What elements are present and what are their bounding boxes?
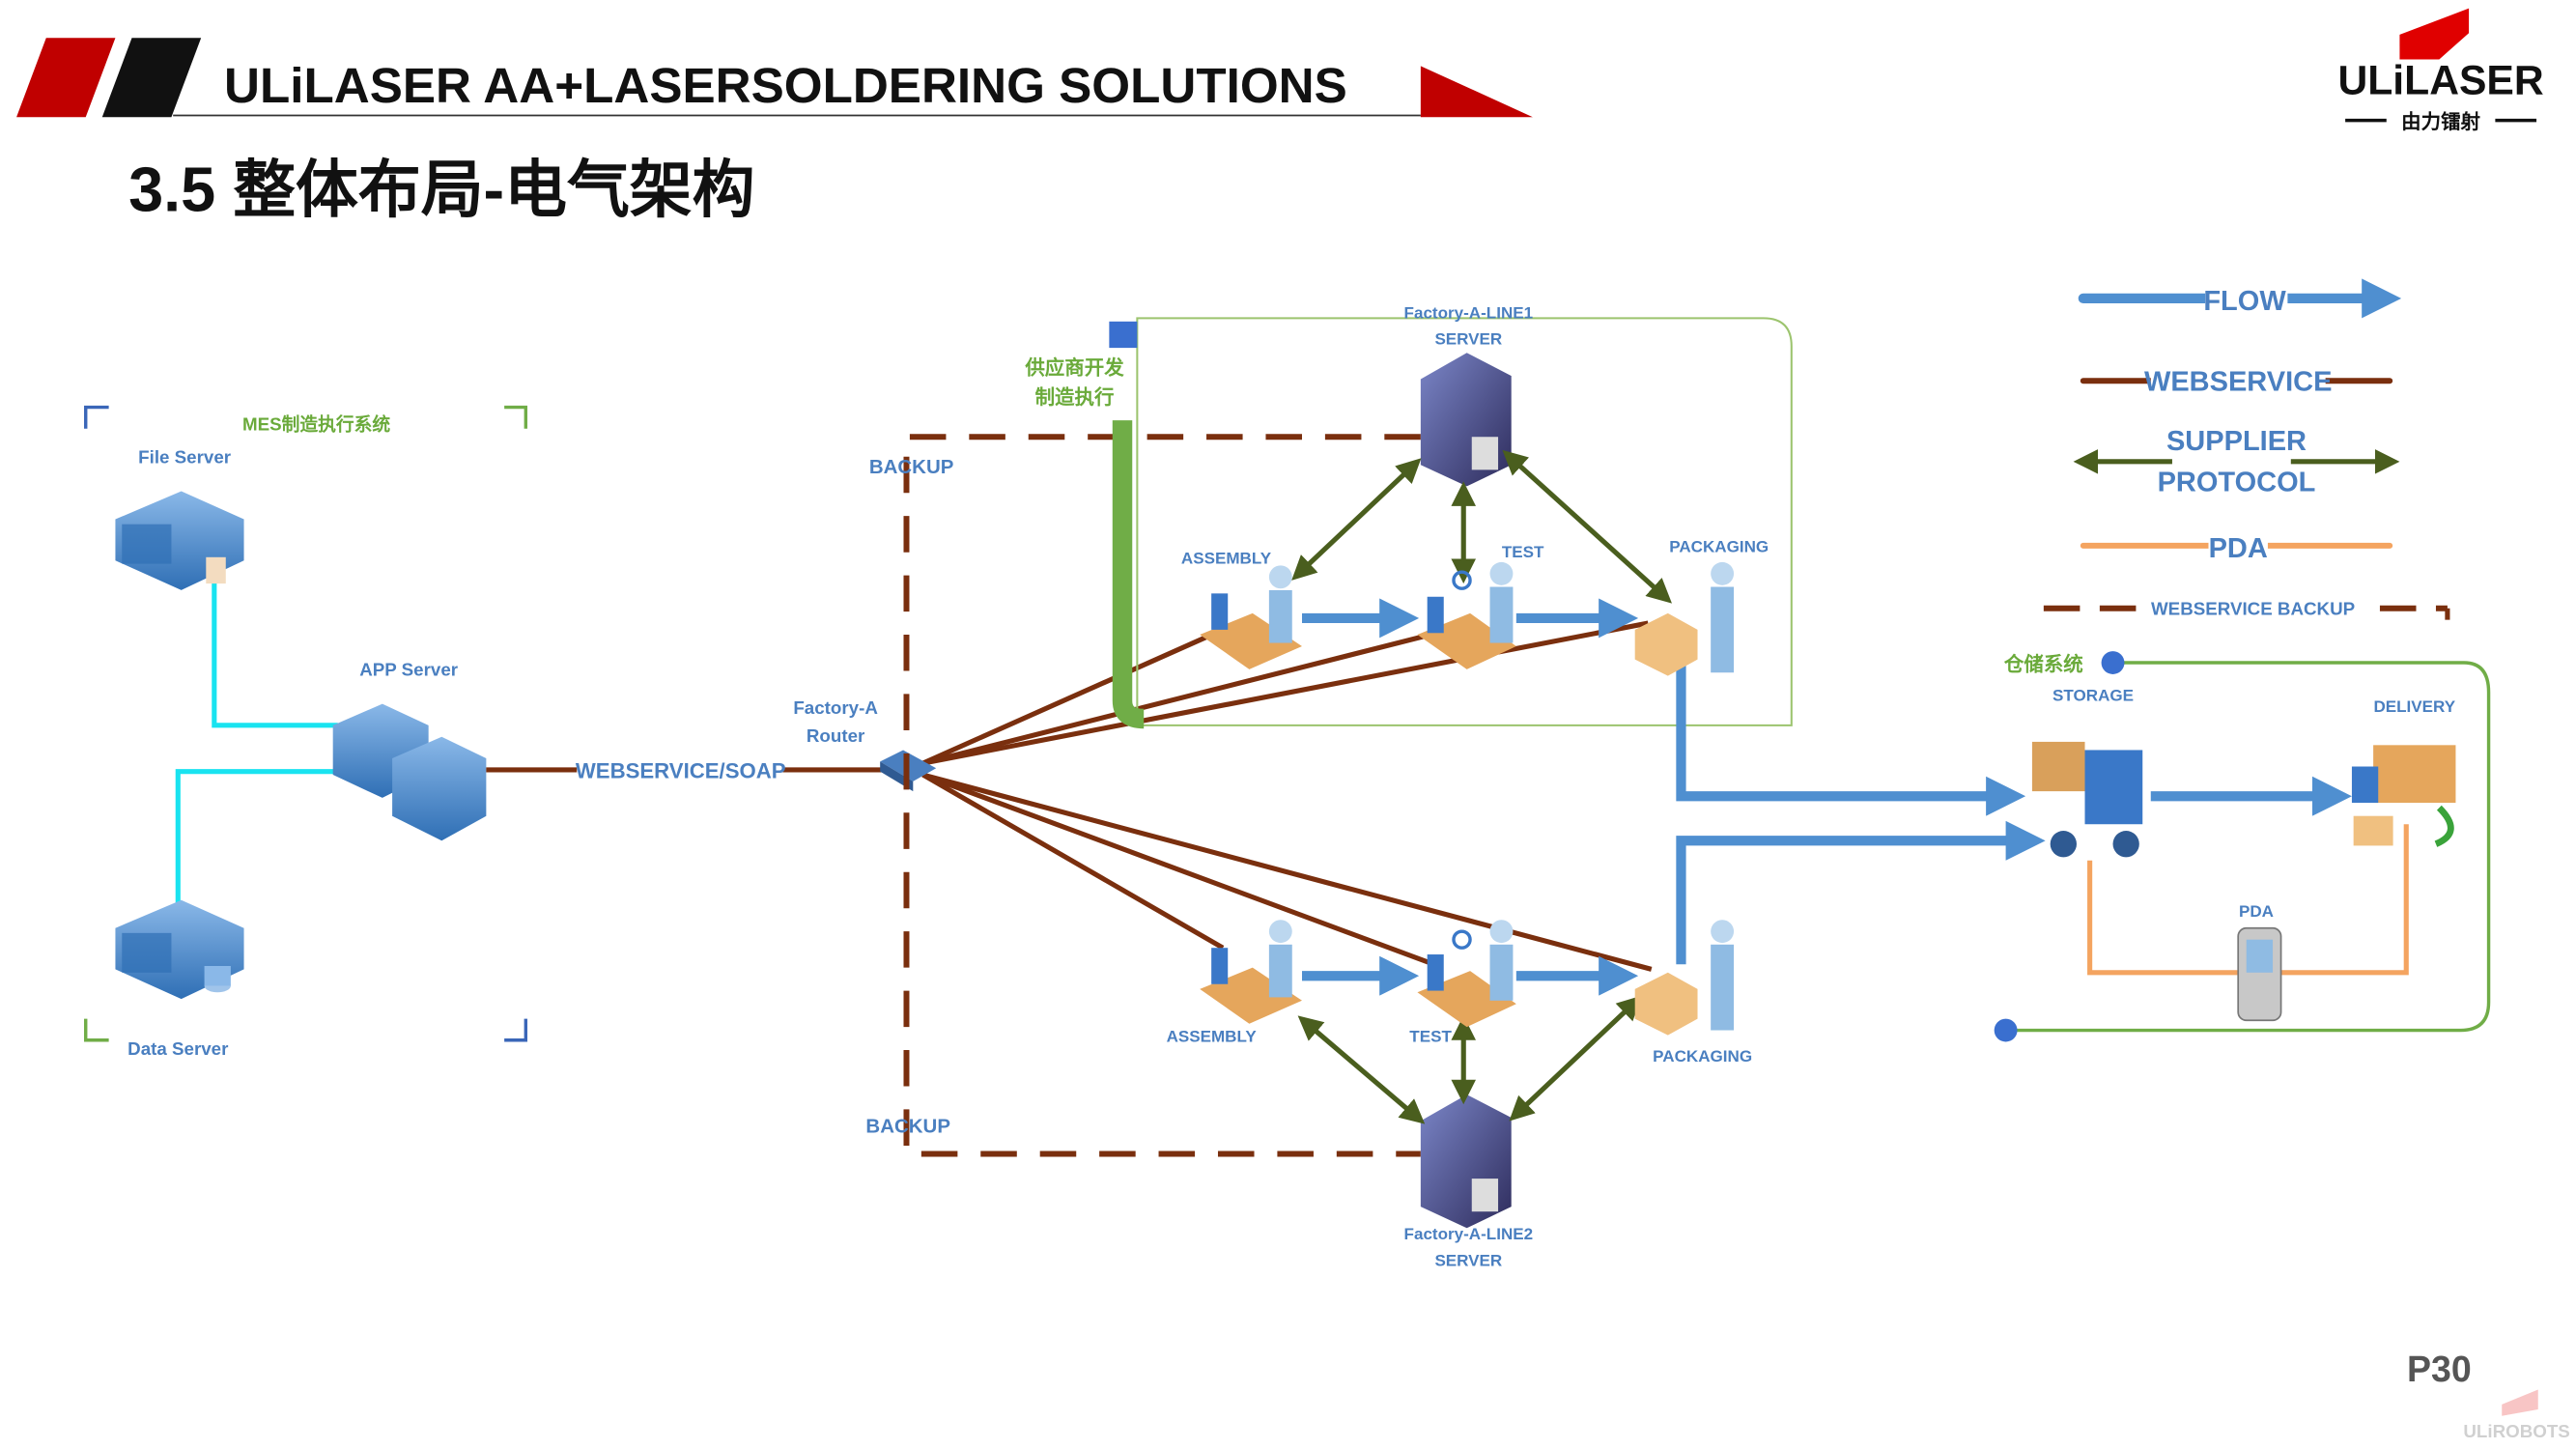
banner-title: ULiLASER AA+LASERSOLDERING SOLUTIONS <box>224 58 1347 113</box>
supplier-label-1: 供应商开发 <box>1024 355 1124 379</box>
legend-flow: FLOW <box>2203 286 2286 317</box>
line1-test-label: TEST <box>1502 543 1544 561</box>
line2-packaging-label: PACKAGING <box>1653 1047 1752 1065</box>
line2-test-label: TEST <box>1409 1027 1452 1045</box>
mes-section: MES制造执行系统 File Server APP Server Data Se… <box>84 405 528 1059</box>
line2-assembly-label: ASSEMBLY <box>1167 1027 1258 1045</box>
data-server-icon <box>115 899 244 1000</box>
line2-test-icon <box>1417 920 1516 1028</box>
legend-pda: PDA <box>2209 533 2268 564</box>
slide-title: 3.5 整体布局-电气架构 <box>128 154 754 224</box>
warehouse-dot-bottom <box>1994 1018 2018 1042</box>
svg-text:ULiROBOTS: ULiROBOTS <box>2463 1421 2569 1441</box>
line1-packaging-icon <box>1634 561 1735 676</box>
legend-webservice: WEBSERVICE <box>2144 366 2332 397</box>
data-server-label: Data Server <box>127 1038 229 1059</box>
line1-server-icon <box>1420 353 1512 487</box>
header-banner: ULiLASER AA+LASERSOLDERING SOLUTIONS <box>16 38 1533 118</box>
legend-supplier-2: PROTOCOL <box>2158 468 2316 498</box>
webservice-links <box>921 620 1653 972</box>
line1-title: Factory-A-LINE1 <box>1404 303 1534 322</box>
storage-label: STORAGE <box>2052 686 2134 704</box>
cyan-link-data <box>175 769 338 904</box>
router-label-2: Router <box>807 725 865 746</box>
line1-frame <box>1136 317 1793 726</box>
cyan-link-file <box>212 577 338 728</box>
app-server-label: APP Server <box>359 660 459 680</box>
warehouse-system-label: 仓储系统 <box>2003 653 2083 676</box>
pda-label: PDA <box>2239 902 2274 921</box>
line2-title: Factory-A-LINE2 <box>1404 1225 1534 1243</box>
page-number: P30 <box>2407 1349 2472 1389</box>
red-triangle <box>1420 66 1533 118</box>
delivery-label: DELIVERY <box>2373 697 2455 716</box>
storage-forklift-icon <box>2031 741 2143 858</box>
router-label-1: Factory-A <box>793 697 878 718</box>
backup-label-top: BACKUP <box>869 456 954 478</box>
line2-server-icon <box>1420 1094 1512 1229</box>
red-stripe <box>16 38 116 118</box>
soap-label: WEBSERVICE/SOAP <box>576 758 786 782</box>
legend-supplier-1: SUPPLIER <box>2166 426 2307 457</box>
uli-robots-watermark: ULiROBOTS <box>2463 1389 2570 1441</box>
backup-label-bottom: BACKUP <box>865 1115 950 1137</box>
brand-logo: ULiLASER 由力镭射 <box>2337 8 2544 133</box>
pda-device-icon <box>2237 926 2282 1022</box>
line2-packaging-icon <box>1634 920 1735 1036</box>
backup-links <box>903 434 1421 1157</box>
line1-test-icon <box>1417 561 1516 669</box>
line2-assembly-icon <box>1200 920 1303 1024</box>
delivery-truck-icon <box>2351 745 2456 847</box>
warehouse-dot-top <box>2101 651 2125 674</box>
supplier-marker <box>1109 321 1138 349</box>
supplier-bar <box>1112 420 1145 729</box>
app-server-icon <box>332 703 487 841</box>
flow-arrows <box>1302 598 2352 996</box>
line1-assembly-icon <box>1200 565 1303 669</box>
black-stripe <box>101 38 202 118</box>
line1-assembly-label: ASSEMBLY <box>1181 550 1272 568</box>
line1-packaging-label: PACKAGING <box>1669 538 1769 556</box>
mes-title: MES制造执行系统 <box>242 412 390 434</box>
logo-subtext: 由力镭射 <box>2401 110 2480 133</box>
legend-backup: WEBSERVICE BACKUP <box>2151 599 2355 619</box>
logo-text: ULiLASER <box>2337 57 2543 103</box>
legend: FLOW WEBSERVICE SUPPLIER PROTOCOL PDA WE… <box>2043 278 2450 620</box>
line2-server-label: SERVER <box>1434 1252 1502 1270</box>
file-server-icon <box>115 491 244 590</box>
line1-server-label: SERVER <box>1434 330 1502 349</box>
supplier-arrows <box>1291 449 1672 1124</box>
station-icons <box>1200 561 1735 1036</box>
supplier-label-2: 制造执行 <box>1035 385 1115 409</box>
file-server-label: File Server <box>138 447 232 468</box>
warehouse-section: 仓储系统 STORAGE DELIVERY PDA <box>1994 651 2491 1042</box>
